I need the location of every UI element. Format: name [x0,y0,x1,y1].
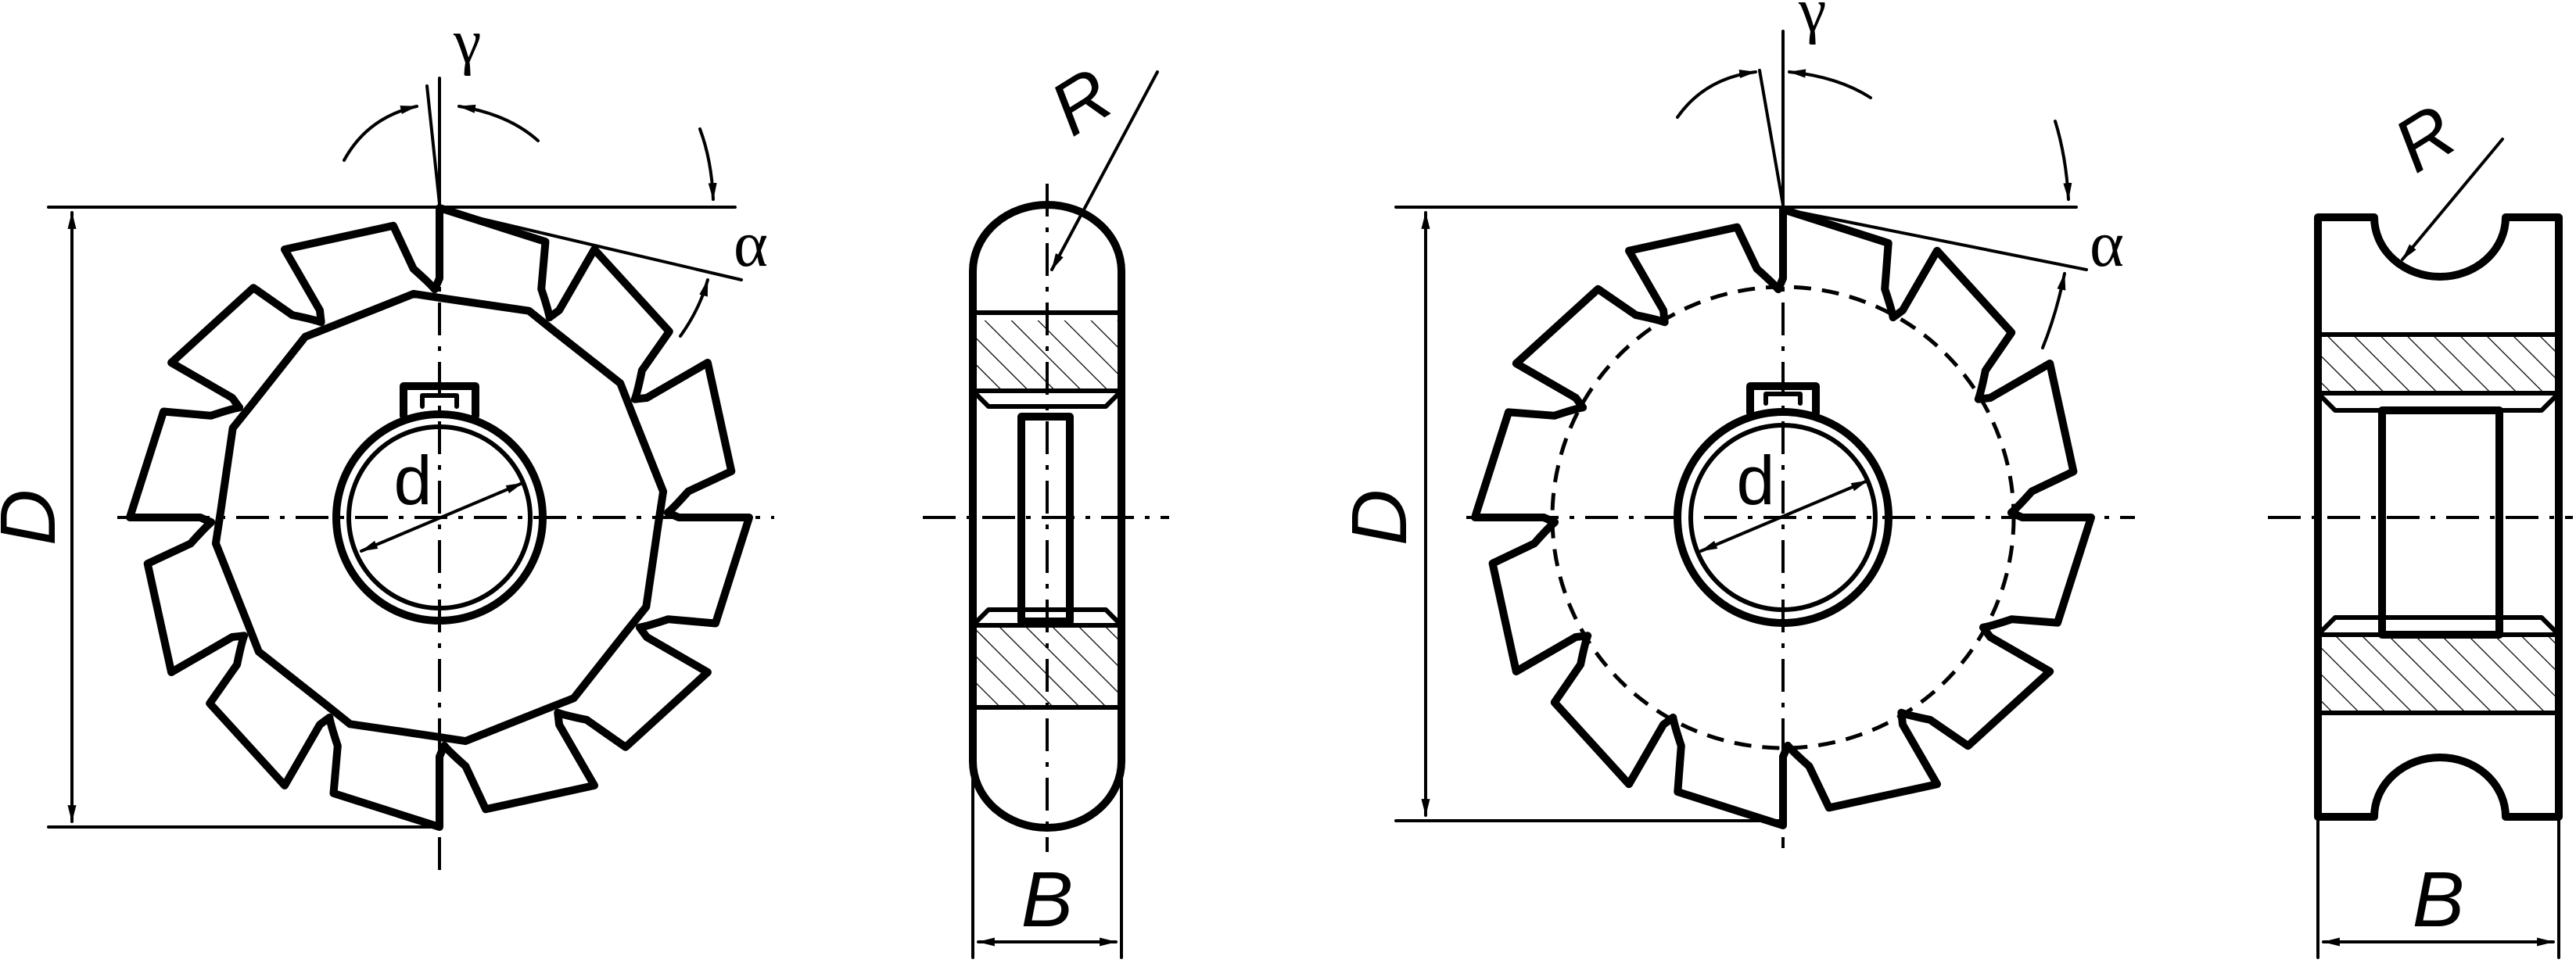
cutter-2-gamma-label: γ [1798,0,1826,45]
cutter-2-d-label: d [1737,442,1775,519]
cutter-2-gamma-arc-right [1788,69,1872,99]
section-1-keyway [1017,413,1074,625]
cutter-1-side-section [923,70,1169,959]
cutter-1-bore-outer [332,410,547,625]
cutter-2-alpha-label: α [2090,208,2124,281]
section-2-keyway [2378,406,2503,639]
section-1-hatch-bottom [974,625,1122,707]
cutter-1-d-label: d [394,442,432,519]
cutter-2-D-label: D [1336,489,1423,546]
section-1-R-leader [1050,70,1159,271]
cutter-2-keyway [1746,382,1820,417]
cutter-1-gamma-arc-left [343,105,418,162]
cutter-2-alpha-arc-bottom [2041,272,2066,349]
cutter-2-d-dimension-line [1699,479,1869,553]
cutter-1-overlay [47,77,774,879]
cutter-2-gamma-arc-left [1676,70,1757,119]
section-2-chamfer-bottom [2316,615,2561,637]
cutter-1-bore-inner [346,424,533,610]
section-1-chamfer-bottom [970,607,1124,628]
section-1-R-label: R [1036,52,1126,152]
cutter-1-D-label: D [0,489,72,546]
cutter-1-alpha-arc-top [698,127,717,201]
cutter-1-alpha-label: α [734,208,768,281]
section-1-hatch-top [974,320,1122,391]
cutter-1-body-ring [211,289,668,746]
cutter-2-keyway-inner [1763,392,1803,406]
cutter-2-side-section [2268,138,2573,959]
section-2-B-label: B [2413,856,2465,943]
section-2-hatch-bottom [2319,635,2557,713]
section-1-B-label: B [1021,856,1074,943]
cutter-2-overlay [1394,30,2135,848]
cutter-1-clearance-line [440,208,743,281]
cutter-2-bore-inner [1688,423,1878,612]
section-2-R-leader [2401,138,2504,261]
cutter-2-alpha-arc-top [2054,120,2072,201]
cutter-1-gamma-arc-right [457,104,540,142]
cutter-2-rake-line [1758,69,1785,211]
cutter-2-clearance-line [1784,208,2088,271]
section-2-R-label: R [2380,89,2470,188]
cutter-1-alpha-arc-bottom [679,278,709,338]
section-1-chamfer-top [970,388,1124,409]
section-2-hatch-top [2319,335,2557,393]
section-1-outline [969,201,1125,832]
cutter-1-gamma-label: γ [453,8,481,77]
cutter-1-d-dimension-line [360,481,524,553]
cutter-1-keyway-inner [420,393,459,409]
cutter-2-bore-outer [1674,408,1893,627]
cutter-1-keyway [400,382,479,420]
